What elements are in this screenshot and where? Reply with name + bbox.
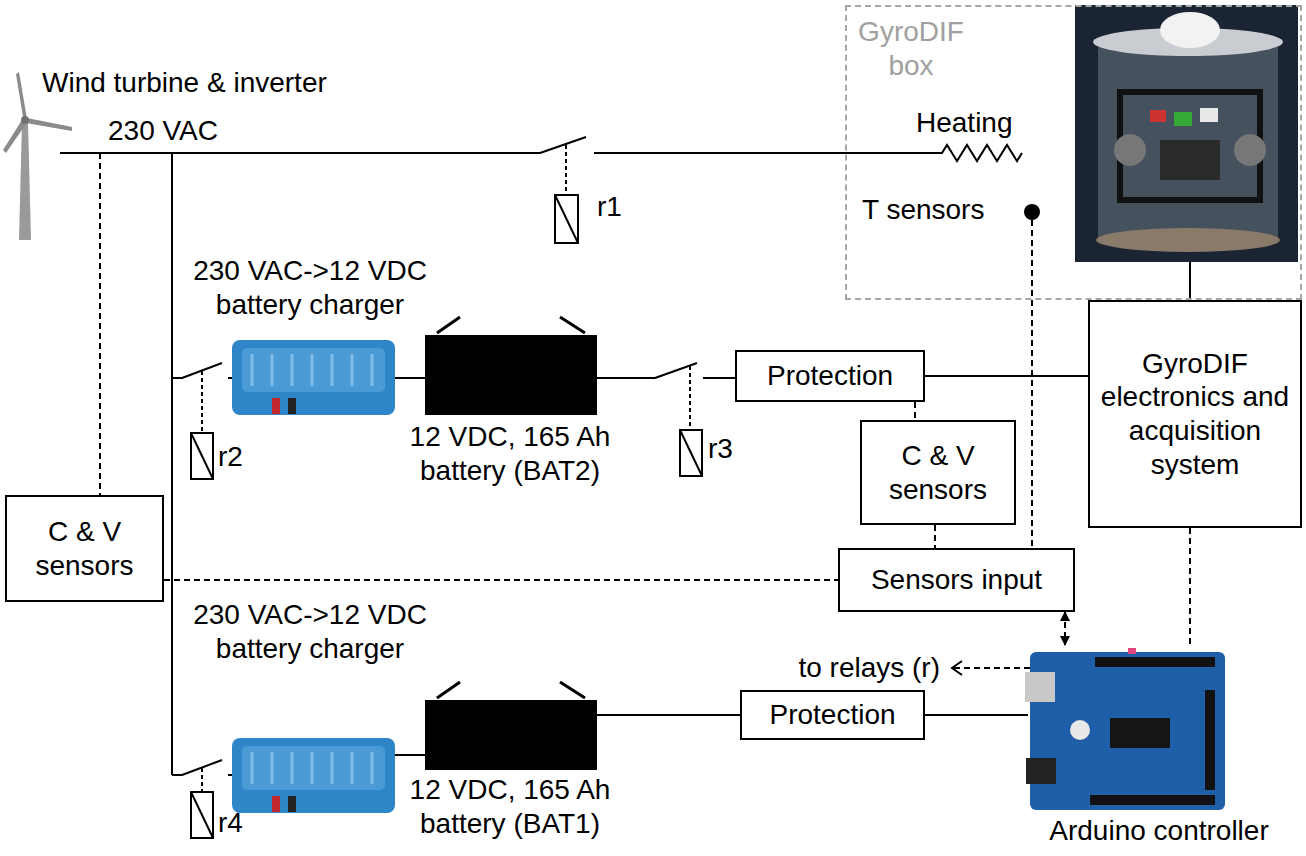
sensor-input-box: Sensors input	[838, 548, 1075, 612]
protection-box: Protection	[740, 690, 925, 740]
device-board	[1200, 108, 1218, 122]
relay-label: r4	[218, 806, 243, 840]
box-text: Arduino controller	[1049, 814, 1268, 850]
power-jack	[1026, 758, 1056, 784]
relay-coil	[191, 433, 213, 479]
relay-control-wire	[952, 667, 1030, 669]
charger-body	[232, 340, 395, 415]
turbine-blade	[16, 72, 27, 119]
box-text: C & V sensors	[868, 439, 1008, 506]
charger-fins	[252, 752, 372, 784]
sensor-box: C & V sensors	[5, 495, 164, 602]
signal-connector	[934, 525, 936, 548]
relay-coil	[680, 430, 702, 476]
box-text: GyroDIF electronics and acquisition syst…	[1096, 347, 1294, 481]
charger-terminal	[288, 796, 296, 812]
sensor-dot	[1024, 204, 1040, 220]
relay-label: r2	[218, 440, 243, 474]
power-connector	[925, 714, 1028, 716]
box-text: Sensors input	[871, 563, 1042, 597]
charger-fins	[252, 354, 372, 386]
turbine-tower	[19, 122, 31, 240]
charger-fins	[242, 746, 385, 790]
signal-label: to relays (r)	[755, 651, 940, 685]
signal-connector	[914, 402, 916, 420]
board-logo	[1070, 720, 1090, 740]
charger-terminal	[288, 398, 296, 414]
battery-charger	[232, 738, 395, 813]
component-label: 12 VDC, 165 Ah battery (BAT2)	[385, 420, 635, 487]
relay-coil	[191, 792, 213, 838]
device-wire	[1189, 262, 1191, 300]
charger-terminal	[272, 398, 280, 414]
signal-connector	[164, 579, 838, 581]
sensor-wire	[99, 153, 101, 495]
charger-fins	[242, 348, 385, 392]
relay-label: r3	[708, 432, 733, 466]
component-label: 230 VAC->12 VDC battery charger	[165, 598, 455, 665]
protection-box: Protection	[735, 350, 925, 402]
relay-link	[689, 366, 691, 430]
controller-node: Arduino controller	[1028, 645, 1290, 850]
dashed-group-box: GyroDIF box	[845, 5, 1302, 300]
component-label: Heating	[916, 106, 1013, 140]
battery	[425, 700, 597, 770]
pin-header	[1205, 690, 1215, 790]
device-base	[1096, 228, 1280, 252]
box-text: Protection	[767, 359, 893, 393]
relay-coil	[555, 195, 578, 243]
microcontroller	[1110, 718, 1170, 748]
board-led	[1128, 648, 1136, 654]
component-label: 230 VAC->12 VDC battery charger	[165, 254, 455, 321]
charger-body	[232, 738, 395, 813]
device-board	[1150, 110, 1166, 122]
pin-header	[1095, 657, 1215, 667]
battery-terminal	[437, 682, 585, 698]
relay-link	[201, 768, 203, 792]
signal-connector	[1064, 612, 1066, 645]
power-connector	[925, 375, 1088, 377]
arduino-board	[1030, 652, 1225, 810]
relay-coil	[680, 430, 702, 476]
pin-header	[1090, 795, 1215, 805]
component-label: T sensors	[862, 193, 984, 227]
turbine-blade	[3, 120, 26, 153]
voltage-label: 230 VAC	[108, 114, 218, 148]
component-label: Wind turbine & inverter	[42, 66, 327, 100]
device-photo	[1075, 5, 1298, 262]
battery-charger	[232, 340, 395, 415]
component-label: 12 VDC, 165 Ah battery (BAT1)	[385, 773, 635, 840]
device-gyro	[1160, 140, 1220, 180]
usb-port	[1025, 672, 1055, 702]
device-gimbal	[1114, 134, 1146, 166]
group-title: GyroDIF box	[851, 15, 971, 82]
sensor-box: C & V sensors	[860, 420, 1016, 525]
relay-label: r1	[597, 190, 622, 224]
battery	[425, 335, 597, 415]
relay-coil	[555, 195, 578, 243]
relay-link	[565, 145, 567, 195]
device-cylinder	[1098, 42, 1278, 240]
device-gimbal	[1234, 134, 1266, 166]
relay-link	[201, 371, 203, 433]
charger-terminal	[272, 796, 280, 812]
arrow-head	[952, 661, 962, 675]
box-text: Protection	[769, 698, 895, 732]
relay-coil	[191, 433, 213, 479]
battery-terminal	[437, 317, 585, 333]
turbine-blade	[26, 118, 72, 131]
device-dome	[1160, 12, 1220, 48]
power-wire	[171, 153, 173, 775]
sensor-wire	[1031, 220, 1033, 548]
device-board	[1174, 112, 1192, 126]
turbine-hub	[21, 116, 29, 124]
electronics-box: GyroDIF electronics and acquisition syst…	[1088, 300, 1302, 528]
relay-coil	[191, 792, 213, 838]
box-text: C & V sensors	[13, 515, 156, 582]
signal-connector	[1189, 528, 1191, 645]
